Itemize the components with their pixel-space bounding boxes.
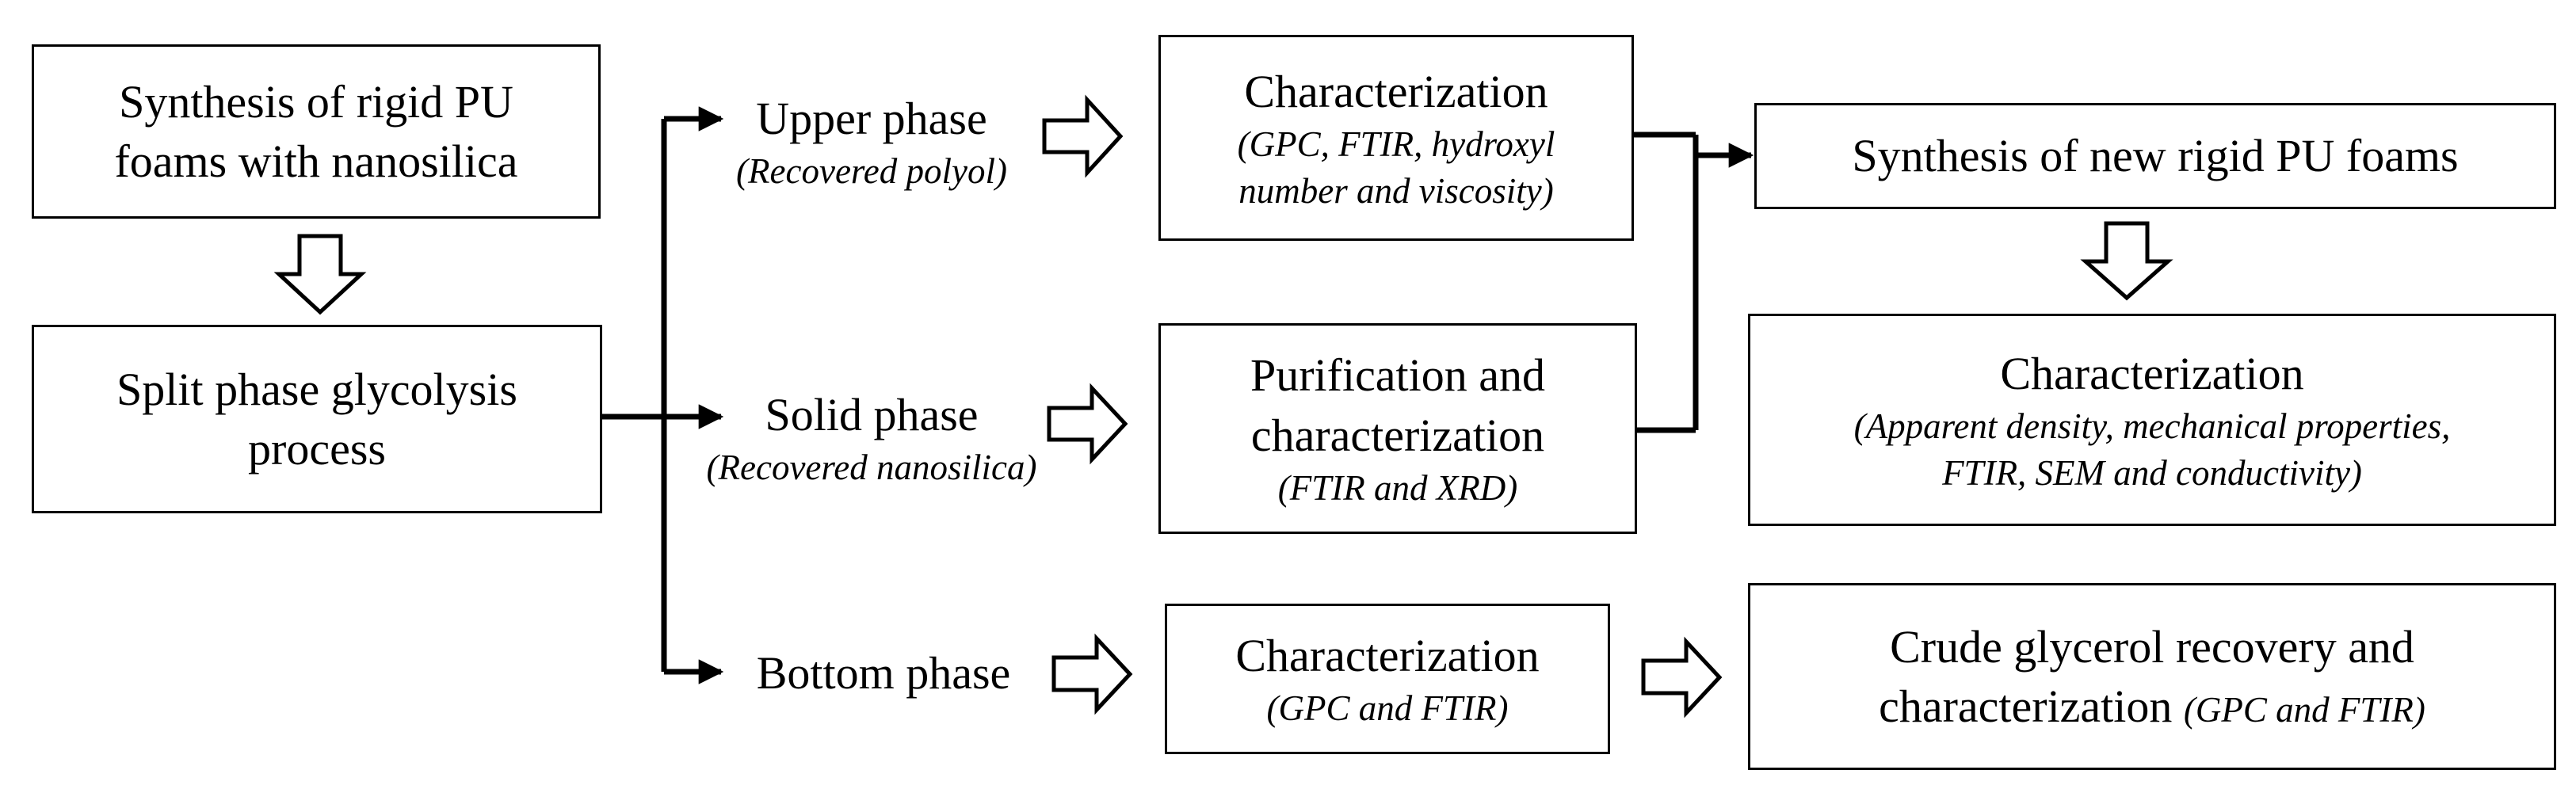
right-block-arrow-solid: [1047, 383, 1128, 465]
synthesis-new-rigid-pu-box: Synthesis of new rigid PU foams: [1754, 103, 2556, 209]
upper-phase-detail: (Recovered polyol): [736, 151, 1007, 192]
split-phase-glycolysis-box: Split phase glycolysis process: [32, 325, 602, 513]
bottom-phase-title: Bottom phase: [756, 647, 1011, 699]
solid-purification-box: Purification and characterization (FTIR …: [1158, 323, 1637, 534]
solid-purification-detail: (FTIR and XRD): [1277, 468, 1518, 509]
upper-characterization-box: Characterization (GPC, FTIR, hydroxyl nu…: [1158, 35, 1634, 241]
down-block-arrow-2: [2080, 221, 2173, 301]
right-block-arrow-glycerol: [1641, 636, 1723, 718]
down-block-arrow-1: [273, 234, 367, 315]
crude-glycerol-box: Crude glycerol recovery and characteriza…: [1748, 583, 2556, 770]
bottom-phase-label-group: Bottom phase: [721, 643, 1046, 703]
solid-phase-detail: (Recovered nanosilica): [706, 448, 1037, 488]
solid-purification-title: Purification and characterization: [1250, 349, 1546, 461]
foam-characterization-title: Characterization: [2000, 347, 2304, 399]
foam-characterization-detail: (Apparent density, mechanical properties…: [1853, 406, 2451, 493]
bottom-characterization-box: Characterization (GPC and FTIR): [1165, 604, 1610, 754]
upper-phase-title: Upper phase: [756, 93, 987, 144]
foam-characterization-box: Characterization (Apparent density, mech…: [1748, 314, 2556, 526]
upper-characterization-title: Characterization: [1244, 65, 1548, 117]
upper-characterization-detail: (GPC, FTIR, hydroxyl number and viscosit…: [1237, 124, 1555, 211]
bottom-characterization-detail: (GPC and FTIR): [1266, 688, 1509, 729]
crude-glycerol-title: Crude glycerol recovery and characteriza…: [1879, 620, 2414, 732]
solid-phase-title: Solid phase: [765, 389, 979, 440]
crude-glycerol-detail: (GPC and FTIR): [2183, 690, 2425, 730]
solid-phase-label-group: Solid phase (Recovered nanosilica): [689, 385, 1054, 491]
right-block-arrow-bottom: [1051, 633, 1133, 715]
bottom-characterization-title: Characterization: [1235, 630, 1540, 682]
synthesis-new-rigid-pu-label: Synthesis of new rigid PU foams: [1852, 130, 2459, 182]
synthesis-rigid-pu-nanosilica-label: Synthesis of rigid PU foams with nanosil…: [114, 75, 518, 187]
crude-glycerol-text: Crude glycerol recovery and characteriza…: [1815, 617, 2489, 737]
upper-phase-label-group: Upper phase (Recovered polyol): [713, 89, 1030, 195]
synthesis-rigid-pu-nanosilica-box: Synthesis of rigid PU foams with nanosil…: [32, 44, 601, 219]
split-phase-glycolysis-label: Split phase glycolysis process: [116, 363, 517, 475]
right-block-arrow-upper: [1042, 94, 1124, 178]
